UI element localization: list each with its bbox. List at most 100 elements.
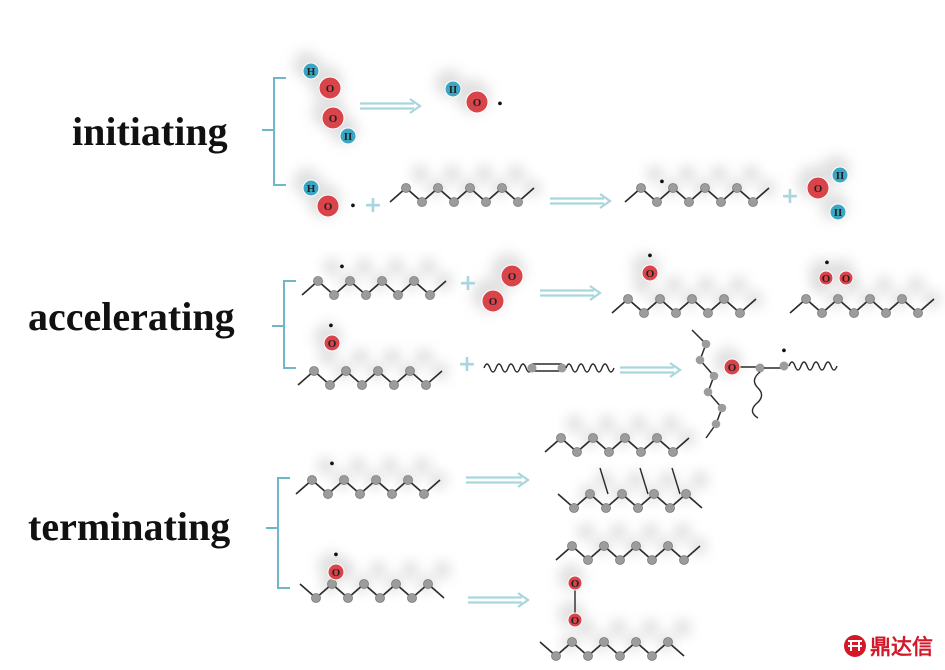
reaction-arrow <box>550 193 612 209</box>
carbon-atom <box>325 380 335 390</box>
dioxygen-atom-1: O <box>500 264 524 288</box>
carbon-atom <box>583 651 593 661</box>
water-hydrogen-2: II <box>829 203 847 221</box>
atom-letter: II <box>834 207 843 219</box>
carbon-atom <box>409 276 419 286</box>
atom-shadow <box>433 561 451 579</box>
carbon-atom <box>615 555 625 565</box>
peroxy-radical-chain <box>611 294 757 318</box>
atom-shadow <box>323 258 341 276</box>
atom-letter: O <box>571 615 580 627</box>
carbon-atom <box>663 541 673 551</box>
oxygen-atom <box>641 264 659 282</box>
plus-sign: + <box>458 352 476 377</box>
wavy-pendant <box>751 371 763 419</box>
atom-shadow <box>475 165 493 183</box>
carbon-atom <box>631 637 641 647</box>
carbon-atom <box>671 308 681 318</box>
carbon-atom <box>425 290 435 300</box>
carbon-atom <box>755 363 765 373</box>
carbon-atom <box>620 433 630 443</box>
carbon-atom <box>652 433 662 443</box>
carbon-atom <box>423 579 433 589</box>
carbon-atom <box>617 489 627 499</box>
carbon-atom <box>389 380 399 390</box>
carbon-atom <box>417 197 427 207</box>
radical-dot: • <box>330 457 335 472</box>
atom-letter: II <box>449 84 458 96</box>
carbon-atom <box>588 433 598 443</box>
carbon-atom <box>481 197 491 207</box>
carbon-atom <box>307 475 317 485</box>
oxygen-atom <box>806 176 830 200</box>
carbon-atom <box>649 489 659 499</box>
chain-bond <box>557 492 703 510</box>
bracket-accelerating <box>272 280 296 369</box>
atom-shadow <box>598 415 616 433</box>
arrow-head <box>517 592 530 608</box>
chain-bond <box>301 279 447 297</box>
oxygen-atom <box>723 358 741 376</box>
water-hydrogen-1: II <box>831 166 849 184</box>
carbon-atom <box>341 366 351 376</box>
polymer-radical-chain-1 <box>624 183 770 207</box>
atom-letter: O <box>571 578 580 590</box>
atom-shadow <box>443 165 461 183</box>
radical-dot: • <box>498 97 503 112</box>
oxygen-atom <box>567 575 583 591</box>
radical-dot: • <box>340 260 345 275</box>
oxygen-atom <box>481 289 505 313</box>
watermark-text: 鼎达信 <box>870 635 933 659</box>
carbon-atom <box>703 308 713 318</box>
hydrogen-atom <box>831 166 849 184</box>
carbon-atom <box>647 651 657 661</box>
carbon-atom <box>663 637 673 647</box>
chain-bond <box>539 640 685 658</box>
atom-shadow <box>566 415 584 433</box>
carbon-atom <box>801 294 811 304</box>
atom-shadow <box>429 471 447 489</box>
carbon-atom <box>401 183 411 193</box>
ether-oxygen: O <box>723 358 741 376</box>
carbon-atom <box>701 339 711 349</box>
carbon-atom <box>572 447 582 457</box>
stage-label-initiating: initiating <box>72 109 228 154</box>
carbon-atom <box>711 419 721 429</box>
atom-letter: H <box>307 183 316 195</box>
atom-shadow <box>710 165 728 183</box>
radical-dot: • <box>648 249 653 264</box>
peroxy-radical-chain-2 <box>789 294 935 318</box>
atom-shadow <box>678 429 696 447</box>
carbon-atom <box>313 276 323 286</box>
plus-sign: + <box>459 271 477 296</box>
carbon-atom <box>585 489 595 499</box>
atom-shadow <box>435 272 453 290</box>
carbon-atom <box>716 197 726 207</box>
carbon-atom <box>684 197 694 207</box>
carbon-atom <box>433 183 443 193</box>
oxygen-atom <box>321 106 345 130</box>
carbon-atom <box>567 541 577 551</box>
carbon-atom <box>567 637 577 647</box>
polymer-radical-chain-3 <box>295 475 441 499</box>
atom-shadow <box>641 619 659 637</box>
oxygen-atom <box>567 612 583 628</box>
carbon-atom <box>665 503 675 513</box>
carbon-atom <box>359 579 369 589</box>
reaction-arrow <box>540 285 602 301</box>
peroxide-oxygen-1: O <box>567 575 583 591</box>
arrow-head <box>517 472 530 488</box>
atom-shadow <box>665 276 683 294</box>
carbon-atom <box>647 555 657 565</box>
oxygen-atom <box>818 270 834 286</box>
carbon-atom <box>569 503 579 513</box>
wavy-chain-left <box>483 363 533 373</box>
crosslink-bond <box>599 467 609 495</box>
atom-letter: O <box>489 296 498 308</box>
reaction-arrow <box>620 362 682 378</box>
oxygen-atom <box>316 194 340 218</box>
oxygen-atom <box>838 270 854 286</box>
carbon-atom <box>419 489 429 499</box>
